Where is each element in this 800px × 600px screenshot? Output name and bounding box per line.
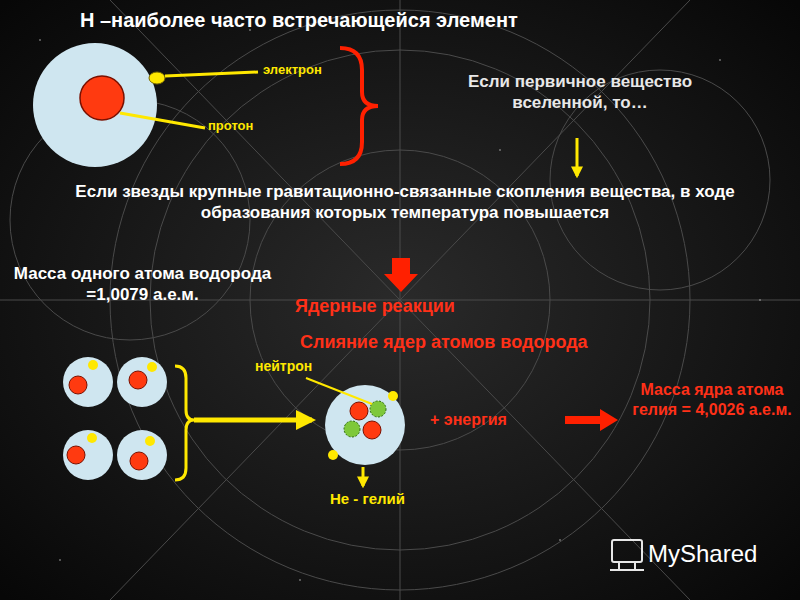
part-label: протон	[208, 118, 288, 134]
watermark-icon	[610, 540, 644, 570]
process-label: Слияние ядер атомов водорода	[300, 332, 700, 354]
brace	[340, 48, 378, 164]
watermark: MyShared	[648, 539, 788, 568]
title: H –наиболее часто встречающейся элемент	[80, 8, 740, 32]
part-label: Не - гелий	[330, 490, 470, 508]
mass-note: Масса ядра атома гелия = 4,0026 а.е.м.	[628, 380, 796, 419]
hydrogen-atom	[33, 43, 258, 167]
block-arrow	[384, 258, 418, 292]
note-text: Если первичное вещество вселенной, то…	[420, 72, 740, 113]
arrow	[576, 138, 579, 176]
part-label: нейтрон	[255, 358, 345, 375]
arrow	[565, 409, 618, 431]
energy-label: + энергия	[430, 410, 560, 430]
arrow	[362, 467, 365, 486]
mass-note: Масса одного атома водорода =1,0079 а.е.…	[5, 264, 280, 305]
part-label: электрон	[263, 62, 353, 78]
helium-atom	[325, 385, 405, 465]
note-text: Если звезды крупные гравитационно-связан…	[25, 182, 785, 223]
process-label: Ядерные реакции	[295, 296, 525, 318]
leader-line	[306, 378, 372, 404]
arrow	[194, 418, 312, 423]
hydrogen-atoms	[63, 357, 167, 480]
bracket	[175, 366, 194, 480]
